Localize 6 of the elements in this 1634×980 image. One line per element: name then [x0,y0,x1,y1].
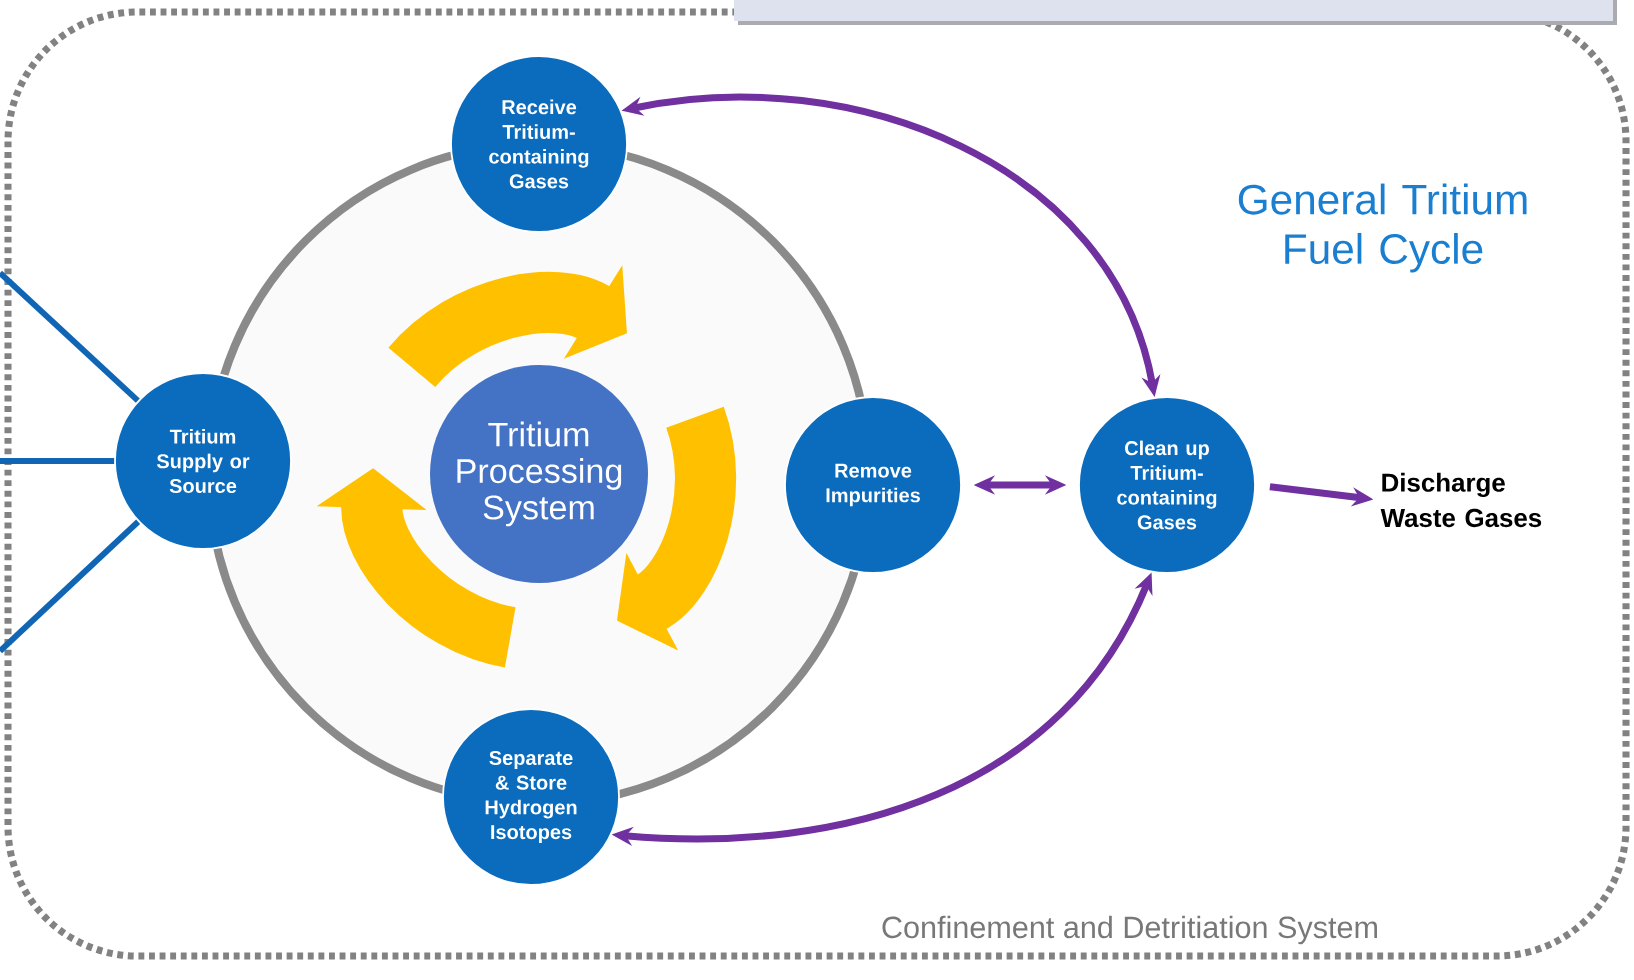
connector-line [0,519,141,654]
output-text: Discharge Waste Gases [1380,472,1542,528]
connector-line [0,270,140,403]
connector-line [0,458,115,464]
diagram-title: General Tritium Fuel Cycle [1238,183,1527,273]
frame-caption: Confinement and Detritiation System [882,915,1377,945]
